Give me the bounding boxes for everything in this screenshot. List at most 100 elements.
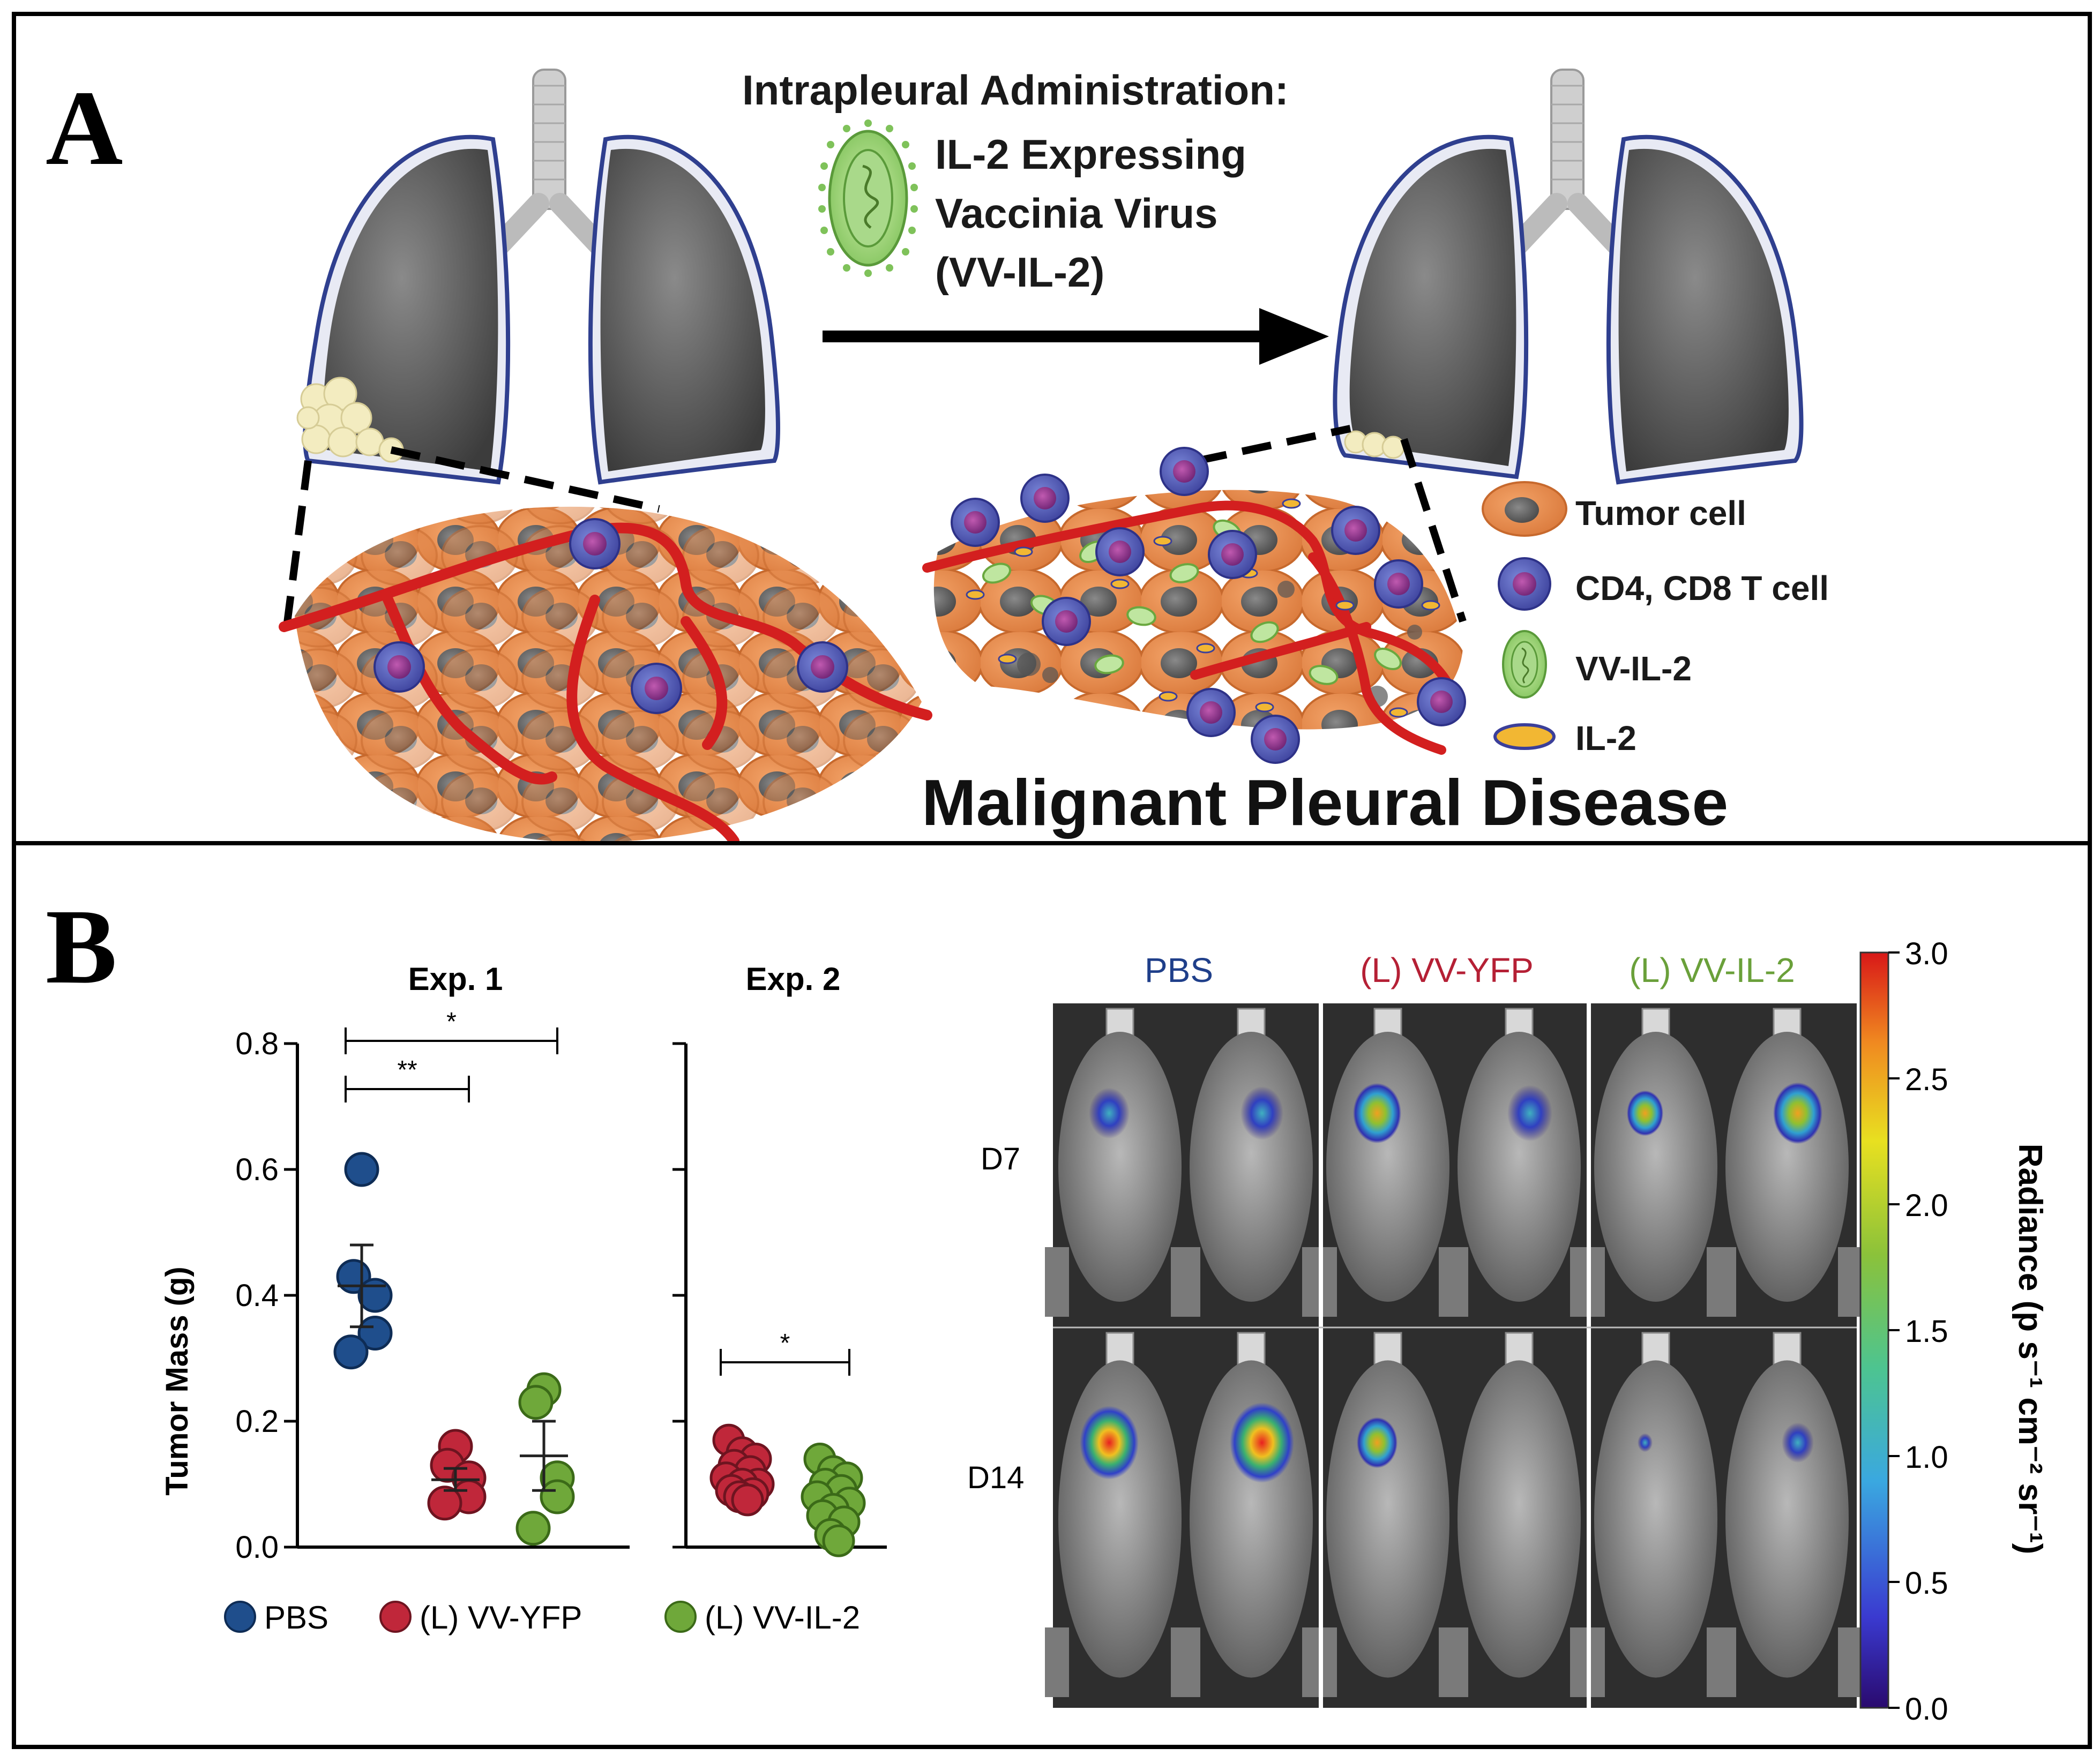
data-point (427, 1486, 462, 1521)
tumor-cell-icon (1482, 481, 1567, 537)
zoom-lines (283, 425, 1467, 627)
y-tick-label: 0.4 (235, 1278, 279, 1313)
panel-b-figure: Exp. 1 Exp. 2 Tumor Mass (g) 0.00.20.40.… (160, 936, 2049, 1727)
mouse-body (1058, 1032, 1182, 1302)
data-point (540, 1479, 575, 1514)
mouse-leg (1313, 1627, 1337, 1697)
il2-icon (1493, 723, 1556, 750)
y-axis-label: Tumor Mass (g) (160, 1266, 195, 1496)
exp1-title: Exp. 1 (408, 961, 503, 997)
left-lungs-illustration (296, 69, 780, 485)
data-point (344, 1152, 379, 1187)
bioluminescence-signal (1240, 1086, 1283, 1140)
mouse-leg (1712, 1247, 1736, 1317)
mouse-image (1045, 1332, 1195, 1697)
bioluminescence-signal (1782, 1422, 1814, 1463)
mouse-images (1045, 1008, 1862, 1697)
imaging-row-d7: D7 (981, 1142, 1020, 1176)
legend-label-vv-il2: (L) VV-IL-2 (705, 1600, 860, 1636)
virus-legend-icon (1502, 630, 1547, 699)
legend-dot-pbs (224, 1601, 256, 1633)
y-tick-label: 0.8 (235, 1026, 279, 1061)
panel-b-letter: B (46, 888, 117, 1006)
imaging-panel: PBS (L) VV-YFP (L) VV-IL-2 D7 D14 (967, 951, 1862, 1708)
legend-label-t-cell: CD4, CD8 T cell (1575, 569, 1829, 607)
header-line1: Intrapleural Administration: (742, 66, 1289, 114)
mouse-leg (1838, 1247, 1862, 1317)
mouse-body (1725, 1360, 1849, 1678)
mouse-image (1313, 1332, 1463, 1697)
mouse-body (1326, 1360, 1449, 1678)
mouse-leg (1581, 1627, 1605, 1697)
data-point (333, 1334, 369, 1370)
bioluminescence-signal (1230, 1402, 1294, 1483)
bioluminescence-signal (1638, 1433, 1653, 1452)
y-tick-label: 0.6 (235, 1152, 279, 1187)
colorbar-tick-label: 2.0 (1905, 1188, 1948, 1223)
right-lungs-illustration (1333, 69, 1804, 485)
colorbar-tick-label: 1.0 (1905, 1440, 1948, 1475)
mouse-image (1712, 1332, 1862, 1697)
t-cell-icon (1498, 557, 1551, 611)
mouse-leg (1176, 1247, 1200, 1317)
mouse-body (1594, 1032, 1717, 1302)
mouse-leg (1176, 1627, 1200, 1697)
header-line3: Vaccinia Virus (935, 190, 1218, 237)
bioluminescence-signal (1507, 1085, 1552, 1142)
bioluminescence-signal (1773, 1082, 1822, 1144)
mouse-image (1045, 1008, 1195, 1317)
chart-legend: PBS (L) VV-YFP (L) VV-IL-2 (224, 1600, 860, 1636)
panel-a-letter: A (46, 69, 123, 187)
bioluminescence-signal (1080, 1406, 1139, 1480)
significance-label: ** (397, 1056, 417, 1084)
exp1-marks: *** (333, 1008, 575, 1546)
y-axis-ticks: 0.0 0.2 0.4 0.6 0.8 (235, 1026, 686, 1565)
significance-label: * (446, 1008, 457, 1036)
imaging-group-vv-il2: (L) VV-IL-2 (1629, 951, 1795, 989)
mouse-image (1444, 1332, 1594, 1697)
data-point (822, 1524, 855, 1557)
mouse-leg (1313, 1247, 1337, 1317)
mouse-leg (1581, 1247, 1605, 1317)
mouse-body (1594, 1360, 1717, 1678)
data-point (357, 1316, 393, 1351)
legend-label-il2: IL-2 (1575, 719, 1636, 757)
y-tick-label: 0.0 (235, 1530, 279, 1565)
colorbar-tick-label: 1.5 (1905, 1314, 1948, 1349)
exp2-marks: * (709, 1329, 866, 1557)
legend-dot-vv-il2 (664, 1601, 697, 1633)
mouse-leg (1045, 1247, 1069, 1317)
panel-a-title: Malignant Pleural Disease (922, 766, 1728, 839)
colorbar-tick-label: 0.0 (1905, 1692, 1948, 1727)
legend-label-vv-il2: VV-IL-2 (1575, 649, 1692, 688)
mouse-body (1725, 1032, 1849, 1302)
mouse-image (1176, 1332, 1326, 1697)
panel-b: B (12, 841, 2092, 1749)
legend-label-pbs: PBS (264, 1600, 328, 1636)
bioluminescence-signal (1353, 1083, 1401, 1144)
panel-a: A (12, 12, 2092, 850)
legend-dot-vv-yfp (379, 1601, 412, 1633)
colorbar-tick-label: 2.5 (1905, 1062, 1948, 1097)
radiance-colorbar: 3.02.52.01.51.00.50.0 Radiance (p s⁻¹ cm… (1859, 936, 2049, 1727)
mouse-leg (1444, 1627, 1468, 1697)
treatment-arrow (823, 308, 1329, 365)
legend-label-vv-yfp: (L) VV-YFP (420, 1600, 582, 1636)
imaging-row-d14: D14 (967, 1460, 1024, 1495)
exp2-title: Exp. 2 (746, 961, 841, 997)
colorbar-label: Radiance (p s⁻¹ cm⁻² sr⁻¹) (2012, 1144, 2049, 1555)
mouse-body (1190, 1032, 1313, 1302)
data-point (515, 1511, 551, 1546)
legend-label-tumor-cell: Tumor cell (1575, 494, 1746, 532)
data-point (518, 1385, 554, 1420)
bioluminescence-signal (1357, 1417, 1397, 1468)
data-point (731, 1483, 764, 1517)
y-tick-label: 0.2 (235, 1404, 279, 1439)
mouse-body (1458, 1360, 1581, 1678)
mouse-image (1712, 1008, 1862, 1317)
mouse-body (1326, 1032, 1449, 1302)
bioluminescence-signal (1627, 1090, 1663, 1136)
header-line2: IL-2 Expressing (935, 131, 1246, 178)
mouse-leg (1838, 1627, 1862, 1697)
virus-icon (818, 119, 918, 277)
